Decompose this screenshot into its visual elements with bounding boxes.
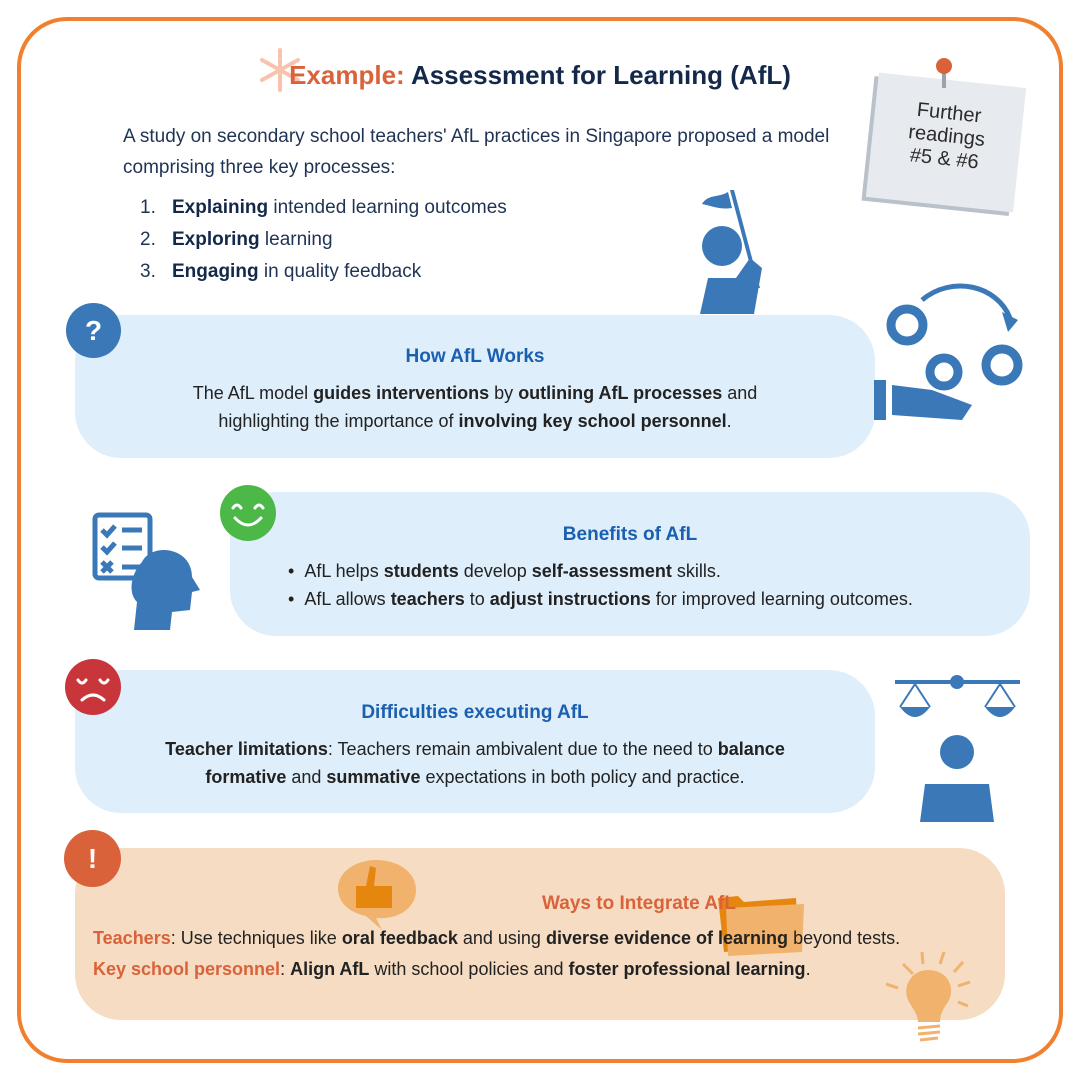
text-segment: . xyxy=(805,959,811,979)
ways-line: Key school personnel: Align AfL with sch… xyxy=(93,954,1005,985)
balance-scale-person-icon xyxy=(895,675,1020,822)
bold-text: outlining AfL processes xyxy=(518,383,723,403)
text-segment: for improved learning outcomes. xyxy=(650,589,913,609)
text-segment: and highlighting the importance of xyxy=(218,383,758,431)
text-segment: and xyxy=(286,767,327,787)
process-list: 1.Explaining intended learning outcomes … xyxy=(140,192,507,288)
bold-text: adjust instructions xyxy=(489,589,651,609)
text-segment: and using xyxy=(457,928,546,948)
text-segment: . xyxy=(726,411,732,431)
ways-line: Teachers: Use techniques like oral feedb… xyxy=(93,923,1005,954)
bold-text: oral feedback xyxy=(341,928,458,948)
text-segment: expectations in both policy and practice… xyxy=(420,767,745,787)
text-segment: with school policies and xyxy=(369,959,569,979)
bold-text: summative xyxy=(326,767,421,787)
bold-text: Align AfL xyxy=(290,959,370,979)
item-bold: Explaining xyxy=(172,197,269,218)
text-segment: : xyxy=(280,959,291,979)
card-title: How AfL Works xyxy=(405,346,545,367)
item-text: in quality feedback xyxy=(258,261,422,282)
card-title: Difficulties executing AfL xyxy=(361,702,589,723)
person-flag-icon xyxy=(700,190,762,314)
gears-hand-icon xyxy=(874,283,1023,420)
lightbulb-icon xyxy=(885,951,971,1042)
text-segment: AfL helps xyxy=(304,561,384,581)
exclamation-icon: ! xyxy=(64,830,121,887)
item-number: 2. xyxy=(140,229,156,250)
item-bold: Engaging xyxy=(172,261,259,282)
intro-text: A study on secondary school teachers' Af… xyxy=(123,126,830,178)
folder-icon xyxy=(718,896,804,956)
card-text: The AfL model guides interventions by ou… xyxy=(75,379,875,435)
bold-text: Teacher limitations xyxy=(165,739,328,759)
benefit-item: AfL allows teachers to adjust instructio… xyxy=(288,585,1030,613)
question-icon: ? xyxy=(66,303,121,358)
difficulties-card: Difficulties executing AfL Teacher limit… xyxy=(75,670,875,813)
bold-text: foster professional learning xyxy=(568,959,806,979)
smile-icon xyxy=(220,485,276,541)
item-bold: Exploring xyxy=(172,229,260,250)
list-item: 1. Explaining intended learning outcomes xyxy=(140,192,507,224)
checklist-head-icon xyxy=(92,512,200,630)
text-segment: by xyxy=(489,383,519,403)
text-segment: beyond tests. xyxy=(788,928,901,948)
text-segment: : Teachers remain ambivalent due to the … xyxy=(327,739,718,759)
benefit-item: AfL helps students develop self-assessme… xyxy=(288,557,1030,585)
text-segment: to xyxy=(464,589,490,609)
ways-to-integrate-card: Ways to Integrate AfL Teachers: Use tech… xyxy=(75,848,1005,1020)
label-text: Key school personnel xyxy=(93,959,281,979)
card-title: Ways to Integrate AfL xyxy=(542,893,736,914)
text-segment: : Use techniques like xyxy=(170,928,342,948)
pin-stem xyxy=(942,70,946,88)
item-text: learning xyxy=(259,229,333,250)
page-frame xyxy=(17,17,1063,1063)
text-segment: The AfL model xyxy=(192,383,314,403)
pin-icon xyxy=(936,58,952,74)
item-number: 1. xyxy=(140,197,156,218)
item-text: intended learning outcomes xyxy=(268,197,507,218)
bold-text: self-assessment xyxy=(531,561,672,581)
bold-text: guides interventions xyxy=(313,383,490,403)
list-item: 3. Engaging in quality feedback xyxy=(140,256,507,288)
bold-text: balance formative xyxy=(205,739,785,787)
card-text: Teacher limitations: Teachers remain amb… xyxy=(75,735,875,791)
text-segment: develop xyxy=(458,561,532,581)
bold-text: involving key school personnel xyxy=(458,411,727,431)
sparkle-icon xyxy=(260,48,300,92)
title-main: Assessment for Learning (AfL) xyxy=(404,60,791,90)
list-item: 2. Exploring learning xyxy=(140,224,507,256)
text-segment: skills. xyxy=(671,561,721,581)
title-prefix: Example: xyxy=(289,60,405,90)
bold-text: diverse evidence of learning xyxy=(545,928,789,948)
bold-text: students xyxy=(383,561,459,581)
bold-text: teachers xyxy=(390,589,465,609)
how-afl-works-card: How AfL Works The AfL model guides inter… xyxy=(75,315,875,458)
sad-icon xyxy=(65,659,121,715)
page-title: Example: Assessment for Learning (AfL) xyxy=(0,60,1080,91)
item-number: 3. xyxy=(140,261,156,282)
benefits-card: Benefits of AfL AfL helps students devel… xyxy=(230,492,1030,636)
label-text: Teachers xyxy=(93,928,171,948)
benefits-list: AfL helps students develop self-assessme… xyxy=(288,557,1030,613)
thumbs-up-bubble-icon xyxy=(338,860,416,930)
text-segment: AfL allows xyxy=(304,589,391,609)
card-title: Benefits of AfL xyxy=(562,524,698,545)
